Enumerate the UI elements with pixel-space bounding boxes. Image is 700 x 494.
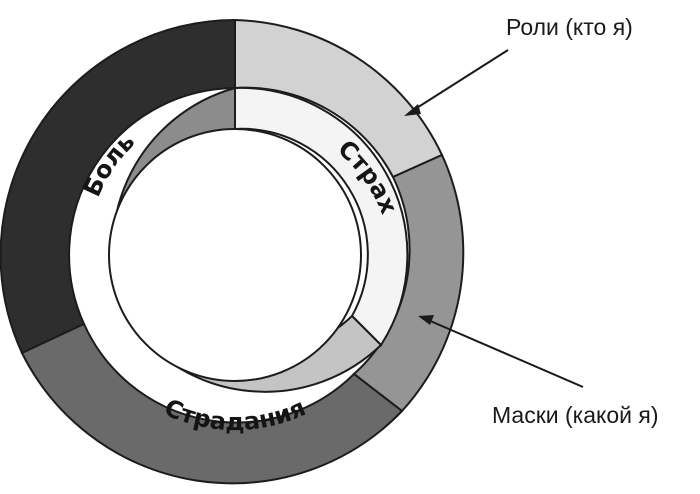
masks-arrow	[418, 315, 584, 388]
outer-segment-bottom	[20, 322, 404, 485]
callout-masks: Маски (какой я)	[492, 402, 659, 428]
outer-segment-dark	[0, 18, 236, 355]
roles-arrow	[404, 49, 509, 116]
inner-segment-strah	[234, 86, 409, 347]
callout-roles: Роли (кто я)	[506, 14, 633, 40]
center-hole	[108, 128, 362, 382]
